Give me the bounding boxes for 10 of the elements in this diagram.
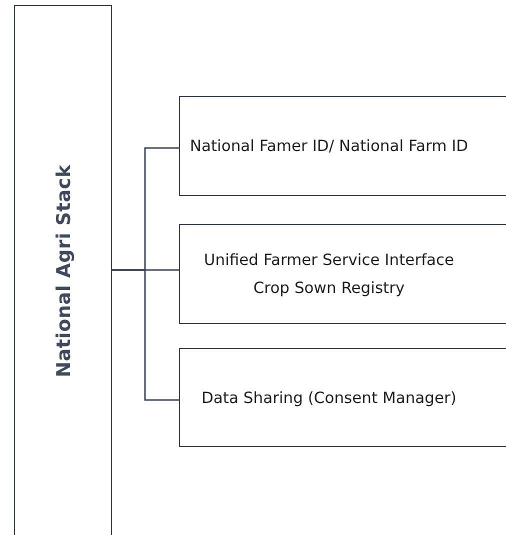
component-label: Crop Sown Registry: [252, 278, 406, 299]
pillar-title: National Agri Stack: [54, 164, 74, 380]
component-label: National Famer ID/ National Farm ID: [188, 136, 470, 157]
component-box: [179, 348, 506, 447]
component-label: Data Sharing (Consent Manager): [200, 388, 458, 408]
component-box: [179, 96, 506, 196]
component-box: [179, 224, 506, 324]
stack-pillar: [14, 5, 112, 535]
connector-line: [112, 269, 179, 401]
component-label: Unified Farmer Service Interface: [202, 250, 456, 271]
